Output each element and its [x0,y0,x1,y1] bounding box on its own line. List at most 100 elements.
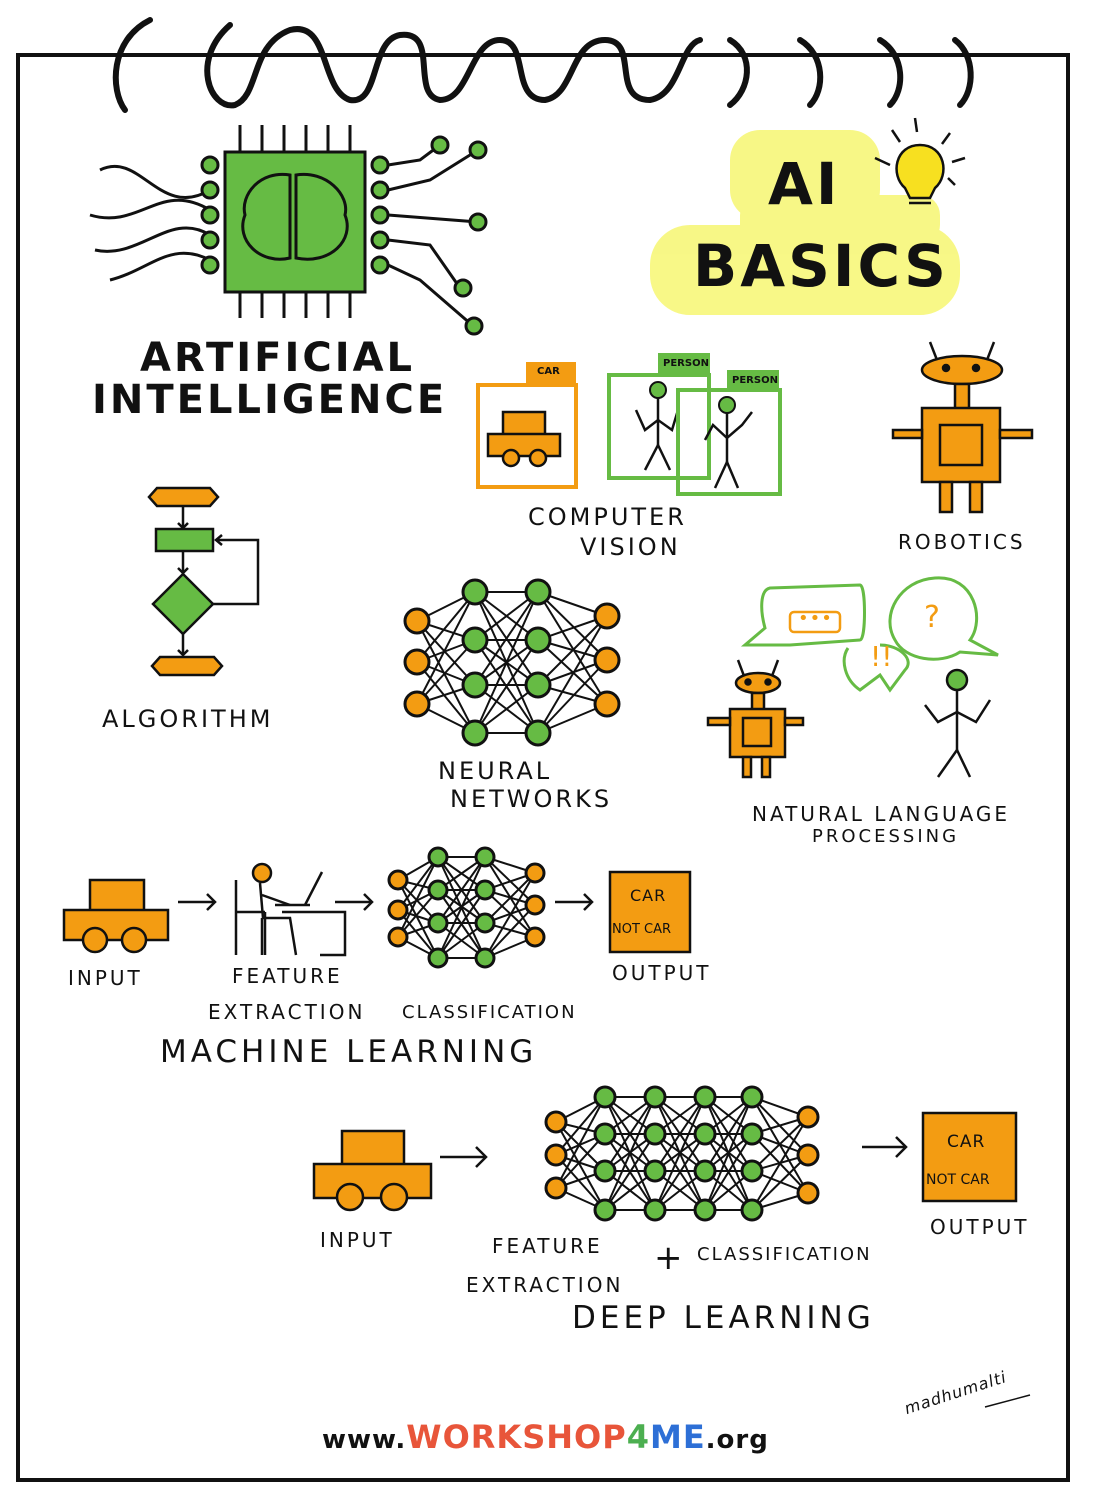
nlp-bubble-dots: ••• [798,608,833,629]
neural-network-icon [403,578,621,747]
network-edge [751,1154,809,1211]
network-node [474,846,496,868]
network-edge [537,591,608,705]
footer-brand-num: 4 [626,1418,650,1456]
footer-brand: WORKSHOP [406,1418,627,1456]
network-edge [604,1096,656,1172]
network-node [524,926,546,948]
network-edge [537,591,608,661]
network-node [427,912,449,934]
network-node [524,719,552,747]
dl-car-icon [312,1129,433,1212]
algorithm-label: ALGORITHM [102,705,274,733]
nlp-label-line-1: NATURAL LANGUAGE [752,802,1011,826]
network-edge [751,1116,809,1211]
network-edge [704,1133,753,1211]
spiral-binding [112,17,974,113]
network-edge [484,872,536,959]
network-node [461,719,489,747]
network-node [740,1159,764,1183]
network-node [643,1085,667,1109]
network-node [387,926,409,948]
network-edge [654,1096,706,1211]
network-node [427,846,449,868]
network-node [403,648,431,676]
network-edge [654,1096,706,1172]
ml-car-icon [62,878,170,954]
network-edge [474,591,539,686]
network-node [593,602,621,630]
network-node [403,690,431,718]
network-node [593,690,621,718]
network-node [524,894,546,916]
network-node [544,1110,568,1134]
network-node [427,879,449,901]
ai-label-line-1: ARTIFICIAL [140,335,416,381]
dl-feature-line-2: EXTRACTION [466,1273,624,1297]
dl-plus: + [654,1238,686,1278]
footer-brand-end: ME [649,1418,706,1456]
network-edge [416,639,476,705]
ml-output-box-line-2: NOT CAR [612,922,672,937]
network-edge [704,1096,753,1211]
dl-title: DEEP LEARNING [572,1300,875,1336]
dl-classification-label: CLASSIFICATION [697,1244,872,1265]
network-node [524,862,546,884]
network-node [461,626,489,654]
network-edge [555,1121,606,1211]
network-edge [555,1154,606,1211]
ml-output-box [608,870,692,954]
cv-label-line-1: COMPUTER [528,503,687,531]
ml-classification-network-icon [387,846,546,969]
network-edge [416,591,476,663]
network-node [740,1122,764,1146]
network-node [643,1159,667,1183]
ml-feature-line-1: FEATURE [232,964,343,988]
network-node [524,626,552,654]
network-node [524,671,552,699]
network-edge [704,1096,753,1172]
footer-url[interactable]: www.WORKSHOP4ME.org [322,1418,769,1456]
network-node [544,1143,568,1167]
network-node [593,1159,617,1183]
network-node [593,1198,617,1222]
title-line-1: AI [768,150,841,218]
ml-feature-line-2: EXTRACTION [208,1000,366,1024]
lightbulb-icon [874,117,966,205]
network-node [387,869,409,891]
robotics-label: ROBOTICS [898,530,1026,554]
cv-tag-person-1: PERSON [663,358,709,369]
network-node [693,1198,717,1222]
network-node [796,1143,820,1167]
network-node [693,1085,717,1109]
network-node [544,1176,568,1200]
dl-output-box-line-1: CAR [947,1132,986,1152]
nn-label-line-2: NETWORKS [450,785,613,813]
footer-suffix: .org [705,1425,769,1455]
network-edge [555,1096,606,1189]
arrow-icon [440,1136,908,1168]
network-edge [484,904,536,959]
network-node [593,1085,617,1109]
robot-icon [891,341,1034,514]
network-node [524,578,552,606]
network-edge [397,879,439,959]
network-node [461,671,489,699]
cv-tag-car: CAR [537,366,560,377]
network-node [643,1122,667,1146]
network-edge [484,872,536,924]
arrow-icon [178,893,594,911]
title-line-2: BASICS [693,232,949,300]
cv-tag-person-2: PERSON [732,375,778,386]
nlp-icon [706,576,999,779]
signature-flourish [984,1394,1031,1408]
network-edge [474,591,539,734]
network-edge [555,1096,606,1156]
dl-output-box-line-2: NOT CAR [926,1172,990,1188]
network-edge [537,615,608,734]
nlp-bubble-question: ? [924,600,943,635]
network-node [403,607,431,635]
network-edge [397,856,439,911]
dl-output-label: OUTPUT [930,1215,1030,1239]
